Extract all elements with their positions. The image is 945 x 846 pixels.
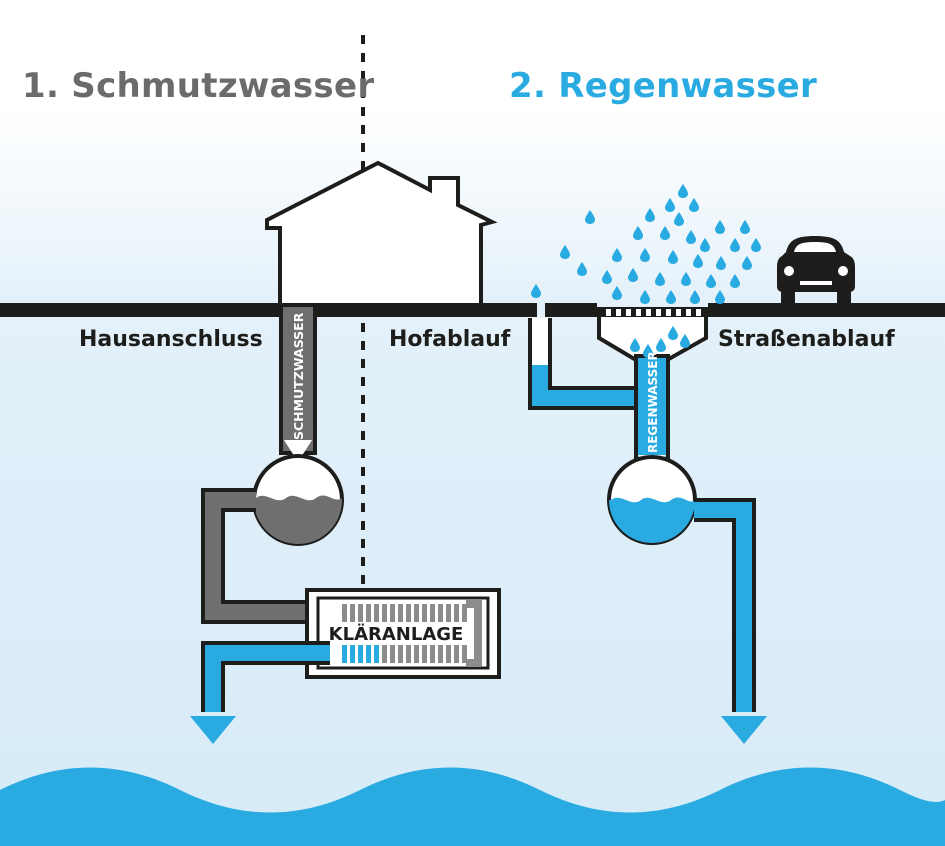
rain-chamber [607,455,697,545]
ground-line [0,303,945,317]
plant-label: KLÄRANLAGE [329,623,464,645]
rain-pipe-label: REGENWASSER [646,351,660,453]
label-hofablauf: Hofablauf [389,327,511,352]
sewage-pipe-label: SCHMUTZWASSER [291,312,306,440]
sewage-pipe-vertical [279,303,317,462]
sewage-chamber [252,454,344,546]
arrow-down-icon [190,716,236,744]
house-icon [265,160,498,307]
label-hausanschluss: Hausanschluss [79,327,263,352]
water-body [0,767,945,846]
heading-schmutzwasser: 1. Schmutzwasser [22,66,375,106]
heading-regenwasser: 2. Regenwasser [509,66,818,106]
clean-outflow-pipe [201,641,330,712]
arrow-down-icon [721,716,767,744]
car-icon [777,236,855,304]
treatment-plant: KLÄRANLAGE [305,588,501,679]
label-strassenablauf: Straßenablauf [718,327,895,352]
